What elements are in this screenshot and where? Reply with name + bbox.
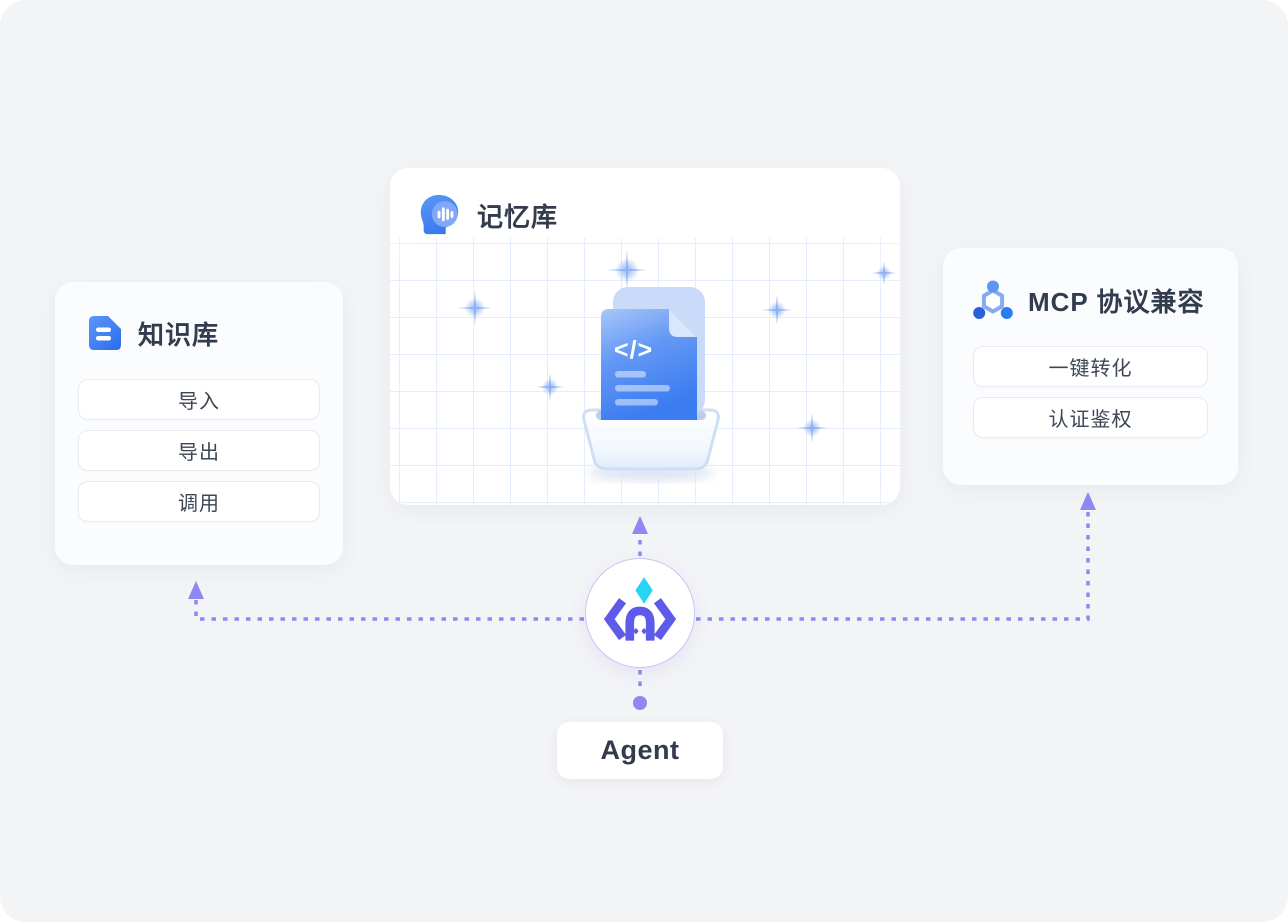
agent-hub-node <box>585 558 695 668</box>
export-button[interactable]: 导出 <box>78 430 320 471</box>
robot-head <box>625 606 655 641</box>
agent-brackets-logo <box>603 577 677 641</box>
memory-card-title: 记忆库 <box>477 201 559 232</box>
mcp-card-header: MCP 协议兼容 <box>943 248 1238 320</box>
agent-button[interactable]: Agent <box>557 722 723 779</box>
code-glyph: </> <box>614 336 653 364</box>
knowledge-card-title: 知识库 <box>138 319 220 350</box>
diamond-spark-icon <box>635 577 653 604</box>
knowledge-card: 知识库 导入 导出 调用 <box>55 282 343 565</box>
left-bracket <box>603 598 627 641</box>
knowledge-buttons: 导入 导出 调用 <box>78 379 320 522</box>
memory-card: 记忆库 <box>390 168 900 505</box>
mcp-buttons: 一键转化 认证鉴权 <box>973 346 1208 438</box>
code-document-icon: </> <box>601 309 697 420</box>
mcp-card: MCP 协议兼容 一键转化 认证鉴权 <box>943 248 1238 485</box>
right-bracket <box>653 598 677 641</box>
network-nodes-icon <box>973 280 1013 319</box>
knowledge-card-header: 知识库 <box>55 282 343 352</box>
mcp-card-title: MCP 协议兼容 <box>1028 286 1205 317</box>
memory-card-body: </> <box>390 238 900 505</box>
code-document-into-tray-illustration: </> <box>582 287 720 481</box>
memory-card-header: 记忆库 <box>390 168 900 238</box>
inbox-tray-icon <box>582 408 720 471</box>
auth-button[interactable]: 认证鉴权 <box>973 397 1208 438</box>
one-click-convert-button[interactable]: 一键转化 <box>973 346 1208 387</box>
import-button[interactable]: 导入 <box>78 379 320 420</box>
robot-eyes <box>633 627 647 635</box>
invoke-button[interactable]: 调用 <box>78 481 320 522</box>
memory-head-icon <box>420 194 459 235</box>
document-icon <box>89 316 121 350</box>
